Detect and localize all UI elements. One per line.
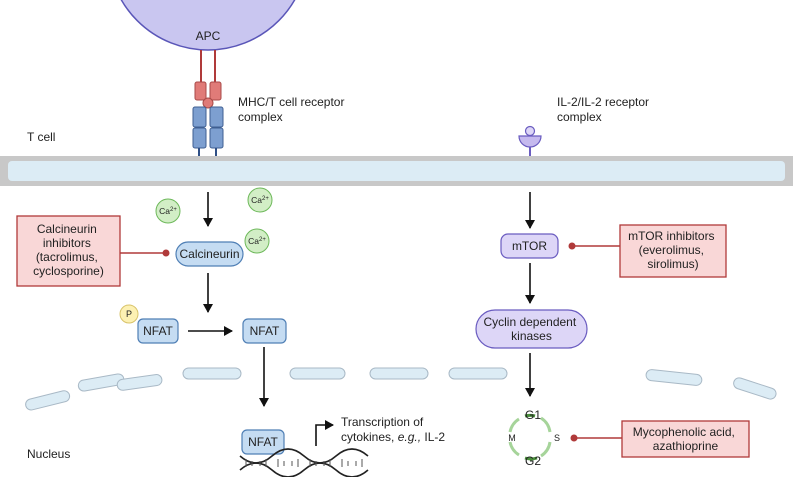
cell-cycle <box>508 413 552 461</box>
nucleus-label: Nucleus <box>27 447 70 461</box>
apc-label: APC <box>196 29 221 43</box>
nuclear-envelope <box>25 367 777 411</box>
cycle-label-m: M <box>508 433 516 443</box>
nfat-label-2: NFAT <box>250 324 280 338</box>
nfat-label-1: NFAT <box>143 324 173 338</box>
transcription-label-line1: Transcription of <box>341 415 424 429</box>
dna-helix <box>239 448 369 477</box>
calcium-ion-1: Ca2+ <box>155 198 181 224</box>
cdk-label-line1: Cyclin dependent <box>483 315 576 329</box>
cell-membrane <box>0 156 793 186</box>
svg-text:Cyclin dependent kinases: Cyclin dependent kinases <box>483 315 579 343</box>
cdk-node: Cyclin dependent kinases <box>475 309 588 349</box>
phosphate-group: P <box>119 304 139 324</box>
mtor-inhibition-line <box>568 242 620 250</box>
cycle-label-g1: G1 <box>525 408 541 422</box>
il2-label-line2: complex <box>557 110 602 124</box>
arrow-transcription <box>315 420 334 446</box>
calcineurin-label: Calcineurin <box>179 247 239 261</box>
cycle-label-s: S <box>554 433 560 443</box>
mtor-label: mTOR <box>512 239 547 253</box>
mtor-node: mTOR <box>500 233 559 259</box>
calcium-ion-2: Ca2+ <box>247 187 273 213</box>
svg-text:Ca2+: Ca2+ <box>251 195 269 205</box>
cdk-label-line2: kinases <box>511 329 552 343</box>
mycophenolic-inhibition-line <box>570 434 622 442</box>
svg-text:Calcineurin inhibitors: Calcineurin inhibitors (tacrolimus, cycl… <box>33 222 104 278</box>
apc-cell: APC <box>120 0 296 51</box>
svg-text:P: P <box>126 309 132 319</box>
mhc-tcr-complex <box>192 50 224 170</box>
svg-text:mTOR inhibitors (everoli: mTOR inhibitors (everolimus, sirolimus) <box>628 229 718 271</box>
calcineurin-node: Calcineurin <box>175 241 244 267</box>
calcineurin-inhibitors-box: Calcineurin inhibitors (tacrolimus, cycl… <box>16 215 121 287</box>
t-cell-label: T cell <box>27 130 55 144</box>
cycle-label-g2: G2 <box>525 454 541 468</box>
mhc-tcr-label-line2: complex <box>238 110 283 124</box>
mtor-inhibitors-box: mTOR inhibitors (everolimus, sirolimus) <box>619 224 727 278</box>
transcription-label-line2: cytokines, e.g., IL-2 <box>341 430 445 444</box>
nfat-active: NFAT <box>242 318 287 344</box>
mhc-tcr-label-line1: MHC/T cell receptor <box>238 95 344 109</box>
calcineurin-inhibition-line <box>120 249 170 257</box>
mycophenolic-box: Mycophenolic acid, azathioprine <box>621 420 750 458</box>
nfat-label-3: NFAT <box>248 435 278 449</box>
svg-text:Mycophenolic acid, azath: Mycophenolic acid, azathioprine <box>633 425 738 453</box>
svg-text:Ca2+: Ca2+ <box>248 236 266 246</box>
svg-text:Ca2+: Ca2+ <box>159 206 177 216</box>
nfat-phosphorylated: NFAT <box>137 318 179 344</box>
calcium-ion-3: Ca2+ <box>244 228 270 254</box>
nfat-nuclear: NFAT <box>241 429 285 455</box>
il2-label-line1: IL-2/IL-2 receptor <box>557 95 649 109</box>
